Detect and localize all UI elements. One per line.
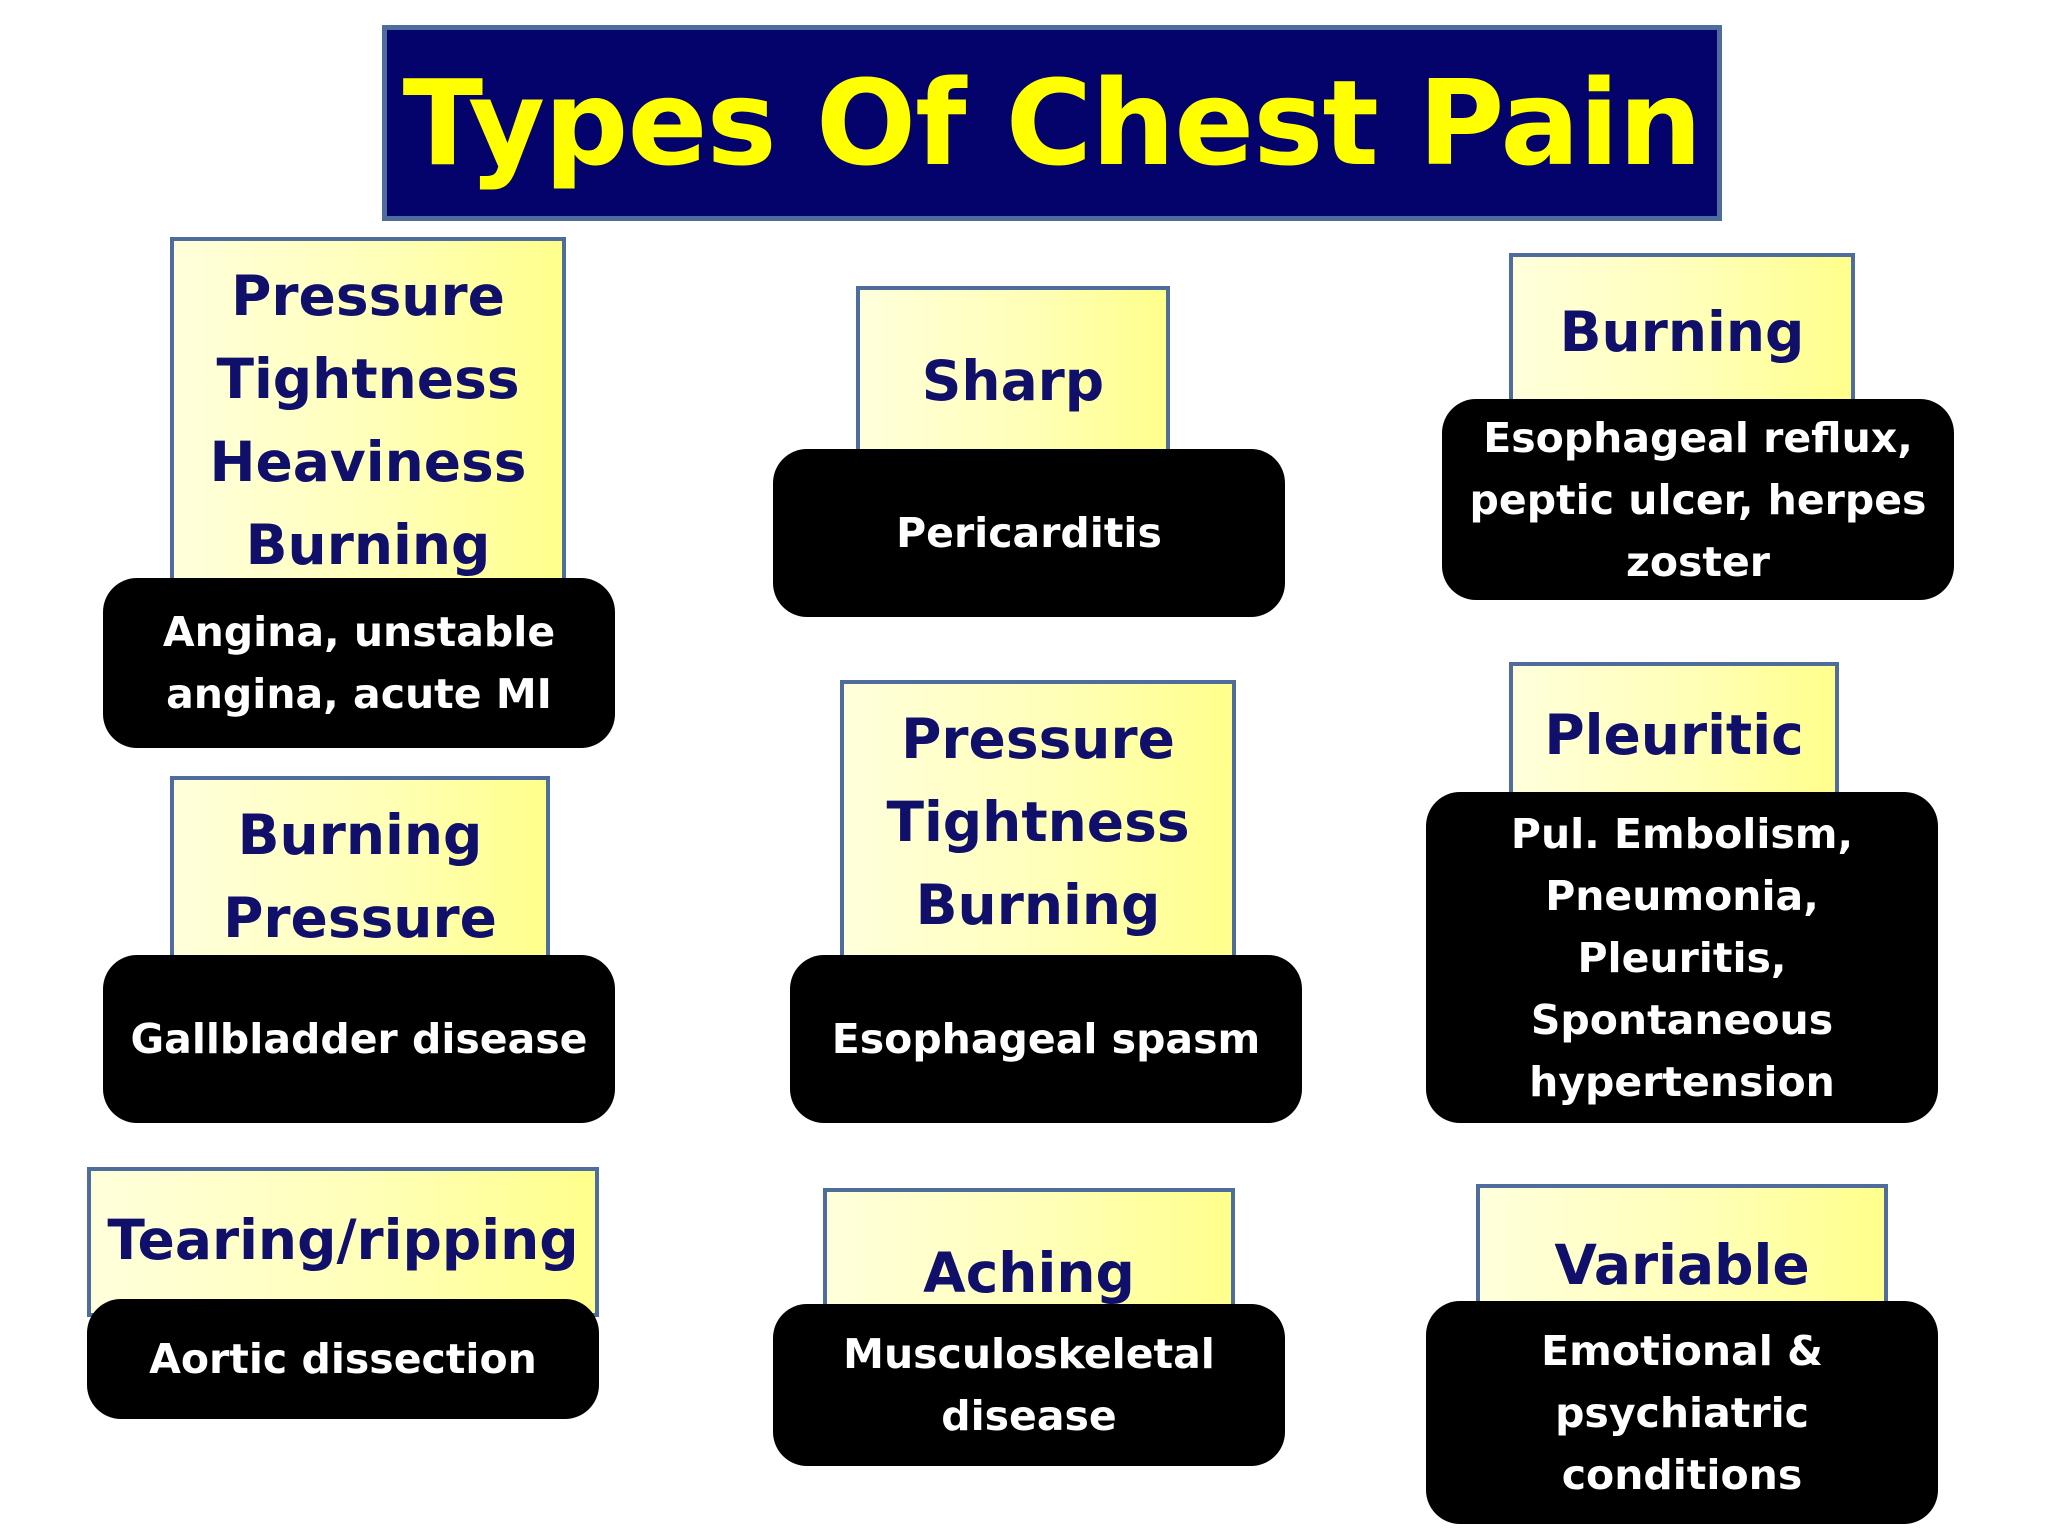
pain-type-label: Burning: [245, 513, 491, 577]
pain-type-label: Tearing/ripping: [107, 1208, 579, 1272]
condition-label: Pleuritis,: [1577, 933, 1787, 982]
condition-label: Gallbladder disease: [130, 1015, 588, 1063]
title-banner: Types Of Chest Pain: [382, 25, 1722, 221]
condition-box-pleuritic-conditions: Pul. Embolism, Pneumonia, Pleuritis, Spo…: [1426, 792, 1938, 1123]
condition-box-gallbladder-disease: Gallbladder disease: [103, 955, 615, 1123]
pain-type-label: Sharp: [921, 349, 1105, 413]
pain-type-label: Heaviness: [209, 430, 527, 494]
condition-label: Esophageal spasm: [831, 1015, 1261, 1063]
pain-type-label: Pressure: [223, 886, 497, 950]
pain-type-box-sharp: Sharp: [856, 286, 1170, 466]
pain-type-label: Tightness: [886, 790, 1190, 854]
pain-type-label: Aching: [923, 1241, 1135, 1305]
condition-label: psychiatric: [1555, 1388, 1809, 1437]
condition-label: Esophageal reflux,: [1483, 413, 1913, 462]
condition-label: Aortic dissection: [149, 1335, 537, 1383]
condition-label: conditions: [1561, 1450, 1803, 1499]
pain-type-label: Pressure: [901, 707, 1175, 771]
pain-type-box-pressure-tightness-burning: Pressure Tightness Burning: [840, 680, 1236, 970]
pain-type-label: Variable: [1554, 1233, 1810, 1297]
condition-label: peptic ulcer, herpes: [1469, 475, 1927, 524]
condition-label: Emotional &: [1541, 1326, 1823, 1375]
condition-label: Pneumonia,: [1545, 871, 1819, 920]
pain-type-label: Pleuritic: [1544, 703, 1804, 767]
condition-label: angina, acute MI: [166, 670, 552, 718]
page-title: Types Of Chest Pain: [402, 54, 1703, 192]
condition-label: hypertension: [1529, 1057, 1835, 1106]
condition-box-emotional-psychiatric: Emotional & psychiatric conditions: [1426, 1301, 1938, 1524]
condition-label: Spontaneous: [1530, 995, 1834, 1044]
pain-type-box-burning-pressure: Burning Pressure: [170, 776, 550, 976]
pain-type-label: Pressure: [231, 264, 505, 328]
pain-type-box-pleuritic: Pleuritic: [1509, 662, 1839, 812]
condition-label: Pericarditis: [896, 509, 1162, 557]
condition-label: Pul. Embolism,: [1510, 809, 1854, 858]
pain-type-label: Burning: [915, 873, 1161, 937]
pain-type-box-pressure-tightness-heaviness-burning: Pressure Tightness Heaviness Burning: [170, 237, 566, 597]
condition-box-musculoskeletal-disease: Musculoskeletal disease: [773, 1304, 1285, 1466]
condition-label: Angina, unstable: [162, 608, 556, 656]
pain-type-box-burning: Burning: [1509, 253, 1855, 413]
condition-box-esophageal-reflux: Esophageal reflux, peptic ulcer, herpes …: [1442, 399, 1954, 600]
pain-type-box-tearing-ripping: Tearing/ripping: [87, 1167, 599, 1317]
condition-box-aortic-dissection: Aortic dissection: [87, 1299, 599, 1419]
condition-box-angina: Angina, unstable angina, acute MI: [103, 578, 615, 748]
condition-label: disease: [941, 1392, 1117, 1440]
condition-label: zoster: [1625, 537, 1771, 586]
condition-box-pericarditis: Pericarditis: [773, 449, 1285, 617]
pain-type-label: Burning: [1559, 300, 1805, 364]
pain-type-label: Burning: [237, 803, 483, 867]
pain-type-label: Tightness: [216, 347, 520, 411]
condition-label: Musculoskeletal: [843, 1330, 1215, 1378]
condition-box-esophageal-spasm: Esophageal spasm: [790, 955, 1302, 1123]
